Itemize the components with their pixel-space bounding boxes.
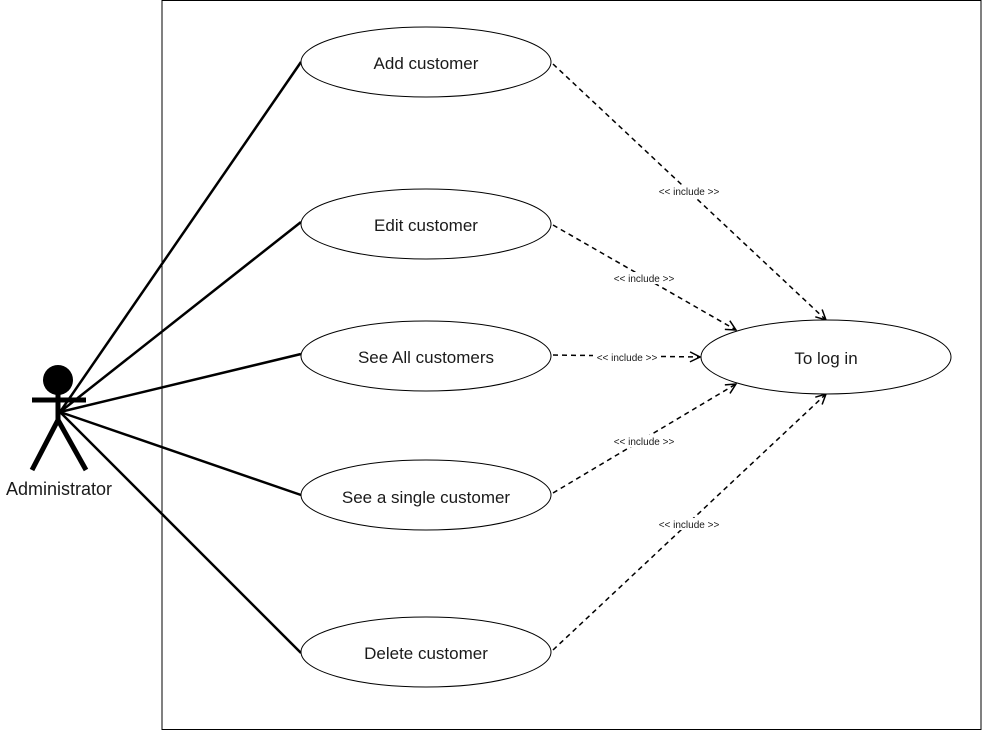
actor-head [43,365,73,395]
actor-administrator[interactable]: Administrator [6,365,112,499]
use-case-see-all-ellipse [300,320,552,392]
use-case-delete-ellipse [300,616,552,688]
association-line-see-all [59,352,302,414]
use-case-login[interactable]: To log in [700,319,952,395]
use-case-delete-label: Delete customer [364,644,488,663]
use-case-delete[interactable]: Delete customer [300,616,552,688]
association-line-add [58,61,303,413]
use-case-see-single-ellipse [300,459,552,531]
use-case-add-ellipse [300,26,552,98]
use-case-login-ellipse [700,319,952,395]
use-case-see-all-label: See All customers [358,348,494,367]
association-lines [58,61,303,654]
include-label-see-single: << include >> [614,437,675,448]
association-line-edit [59,221,302,413]
include-label-edit: << include >> [614,274,675,285]
use-case-see-single-label: See a single customer [342,488,511,507]
include-label-delete: << include >> [659,520,720,531]
include-label-see-all: << include >> [597,353,658,364]
include-labels: << include >> << include >> << include >… [593,185,723,531]
use-case-edit[interactable]: Edit customer [300,188,552,260]
include-line-edit [552,224,736,330]
actor-left-leg [29,418,61,472]
actor-right-leg [55,418,89,472]
use-case-login-label: To log in [794,349,857,368]
association-line-see-single [59,410,302,497]
include-label-add: << include >> [659,187,720,198]
use-case-add-label: Add customer [374,54,479,73]
use-case-see-all[interactable]: See All customers [300,320,552,392]
use-case-add[interactable]: Add customer [300,26,552,98]
use-case-edit-ellipse [300,188,552,260]
association-line-delete [59,411,302,654]
actor-figure-icon [29,365,89,472]
use-case-see-single[interactable]: See a single customer [300,459,552,531]
use-case-edit-label: Edit customer [374,216,478,235]
actor-label: Administrator [6,479,112,499]
